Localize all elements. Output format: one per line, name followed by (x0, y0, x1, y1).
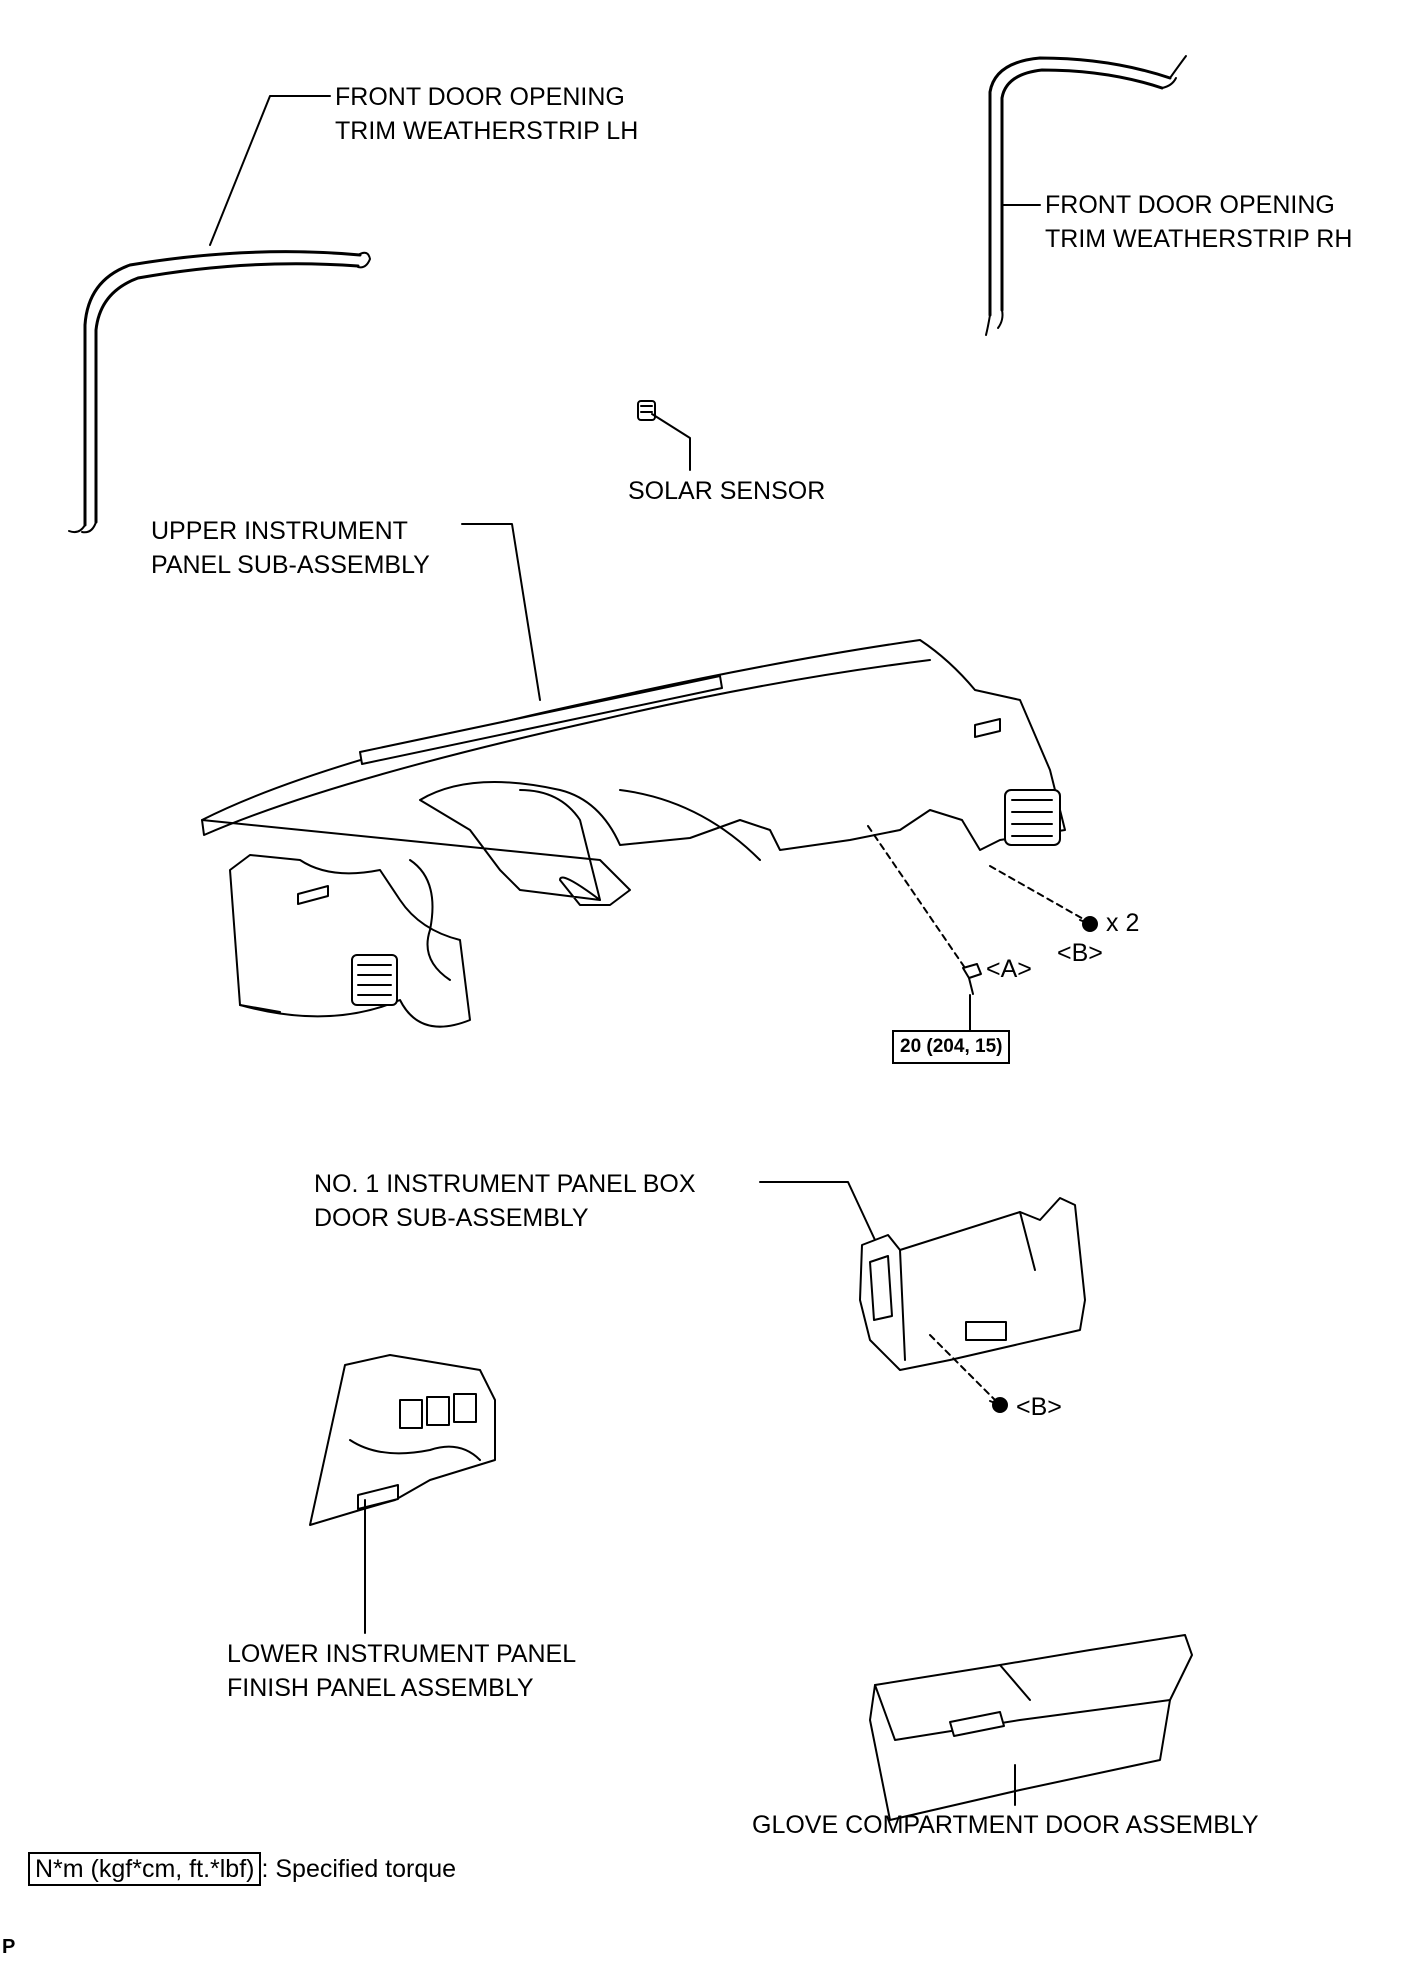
leader-upper-panel (461, 523, 541, 701)
bolt-a-label: <A> (986, 955, 1032, 983)
glove-door-label: GLOVE COMPARTMENT DOOR ASSEMBLY (752, 1811, 1259, 1839)
leader-bolt-a-dashed (867, 825, 966, 969)
upper-instrument-panel-part (201, 639, 1066, 1028)
upper-panel-label-line1: UPPER INSTRUMENT (151, 517, 408, 545)
leader-screw-b-upper-dashed (989, 865, 1086, 921)
weatherstrip-lh-label-line1: FRONT DOOR OPENING (335, 83, 625, 111)
lower-finish-label-line2: FINISH PANEL ASSEMBLY (227, 1674, 534, 1702)
glove-door-part (869, 1634, 1193, 1821)
upper-panel-label-line2: PANEL SUB-ASSEMBLY (151, 551, 430, 579)
leader-screw-b-lower-dashed (929, 1334, 996, 1401)
leader-weatherstrip-lh (209, 95, 331, 246)
upper-panel-label: UPPER INSTRUMENT PANEL SUB-ASSEMBLY (151, 514, 430, 582)
box-door-part (859, 1197, 1086, 1371)
screw-b-upper-part (1079, 916, 1098, 932)
screw-b-upper-qty: x 2 (1106, 909, 1140, 937)
box-door-label-line1: NO. 1 INSTRUMENT PANEL BOX (314, 1170, 696, 1198)
box-door-label-line2: DOOR SUB-ASSEMBLY (314, 1204, 589, 1232)
weatherstrip-lh-label-line2: TRIM WEATHERSTRIP LH (335, 117, 639, 145)
box-door-label: NO. 1 INSTRUMENT PANEL BOX DOOR SUB-ASSE… (314, 1167, 696, 1235)
weatherstrip-lh (68, 250, 371, 534)
weatherstrip-rh-label: FRONT DOOR OPENING TRIM WEATHERSTRIP RH (1045, 188, 1352, 256)
weatherstrip-lh-label: FRONT DOOR OPENING TRIM WEATHERSTRIP LH (335, 80, 638, 148)
torque-spec-box: 20 (204, 15) (892, 1030, 1011, 1064)
weatherstrip-rh-label-line1: FRONT DOOR OPENING (1045, 191, 1335, 219)
leader-box-door (759, 1181, 876, 1241)
bolt-a-part (962, 963, 982, 995)
weatherstrip-rh-label-line2: TRIM WEATHERSTRIP RH (1045, 225, 1353, 253)
screw-b-upper-label: <B> (1057, 939, 1103, 967)
leader-solar-sensor (651, 413, 691, 471)
screw-b-lower-part (989, 1397, 1008, 1413)
legend-torque-box: N*m (kgf*cm, ft.*lbf) (28, 1852, 262, 1886)
solar-sensor-part (637, 400, 656, 421)
corner-mark: P (2, 1936, 16, 1958)
weatherstrip-rh (985, 55, 1187, 336)
lower-finish-label-line1: LOWER INSTRUMENT PANEL (227, 1640, 577, 1668)
torque-legend: N*m (kgf*cm, ft.*lbf): Specified torque (28, 1852, 457, 1886)
lower-finish-label: LOWER INSTRUMENT PANEL FINISH PANEL ASSE… (227, 1637, 576, 1705)
lower-finish-panel-part (309, 1354, 496, 1526)
solar-sensor-label: SOLAR SENSOR (628, 477, 826, 505)
screw-b-lower-label: <B> (1016, 1393, 1062, 1421)
legend-description: : Specified torque (261, 1855, 457, 1883)
